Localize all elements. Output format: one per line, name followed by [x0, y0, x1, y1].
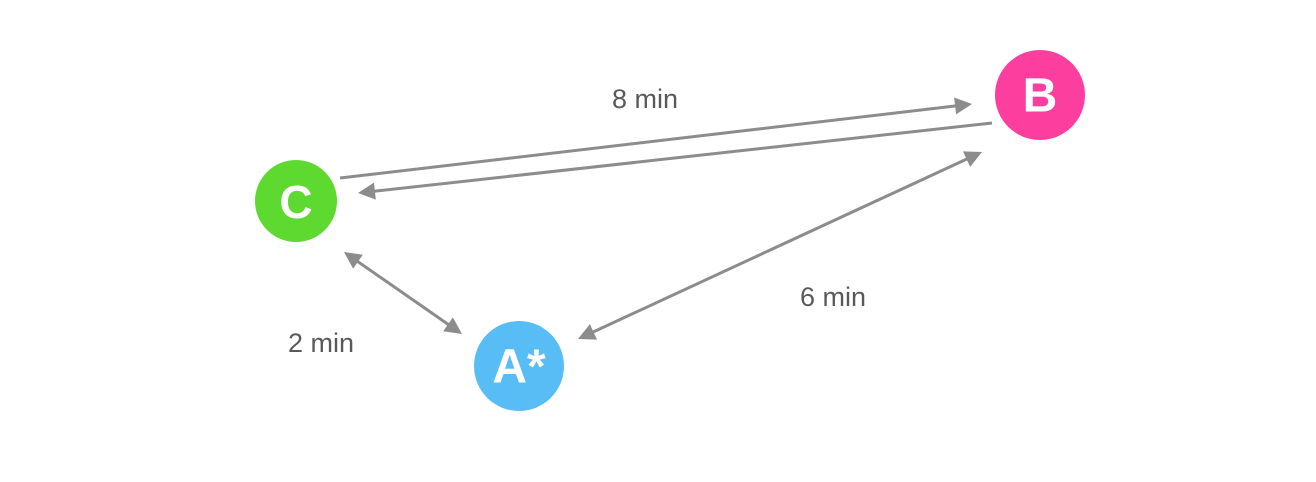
- edge-weight-a-b: 6 min: [800, 282, 866, 312]
- node-label-A: A*: [492, 341, 546, 394]
- edge-c-a: [344, 252, 462, 334]
- node-label-B: B: [1023, 70, 1058, 123]
- arrowhead-c-b-bwd-end: [358, 182, 376, 200]
- edge-a-b: [578, 151, 982, 340]
- node-C[interactable]: C: [255, 160, 337, 242]
- node-label-C: C: [279, 176, 312, 228]
- node-B[interactable]: B: [995, 50, 1085, 140]
- edge-weight-c-a: 2 min: [288, 328, 354, 358]
- edge-line-c-b-fwd: [339, 104, 959, 180]
- node-circle-A[interactable]: [474, 321, 564, 411]
- edge-line-c-a: [354, 258, 452, 328]
- node-circle-B[interactable]: [995, 50, 1085, 140]
- arrowhead-a-b-start: [578, 324, 597, 340]
- edge-labels-layer: 8 min 2 min 6 min: [288, 84, 866, 358]
- arrowhead-a-b-end: [963, 151, 982, 167]
- arrowhead-c-a-start: [344, 252, 363, 269]
- edge-weight-c-b: 8 min: [612, 84, 678, 114]
- node-circle-C[interactable]: [255, 160, 337, 242]
- arrowhead-c-b-fwd-end: [954, 97, 972, 115]
- edge-c-b: [339, 97, 993, 200]
- edges-layer: [339, 97, 993, 340]
- edge-line-c-b-bwd: [371, 121, 993, 193]
- arrowhead-c-a-end: [443, 317, 462, 334]
- edge-line-a-b: [590, 156, 970, 335]
- nodes-layer: C B A*: [255, 50, 1085, 411]
- node-A[interactable]: A*: [474, 321, 564, 411]
